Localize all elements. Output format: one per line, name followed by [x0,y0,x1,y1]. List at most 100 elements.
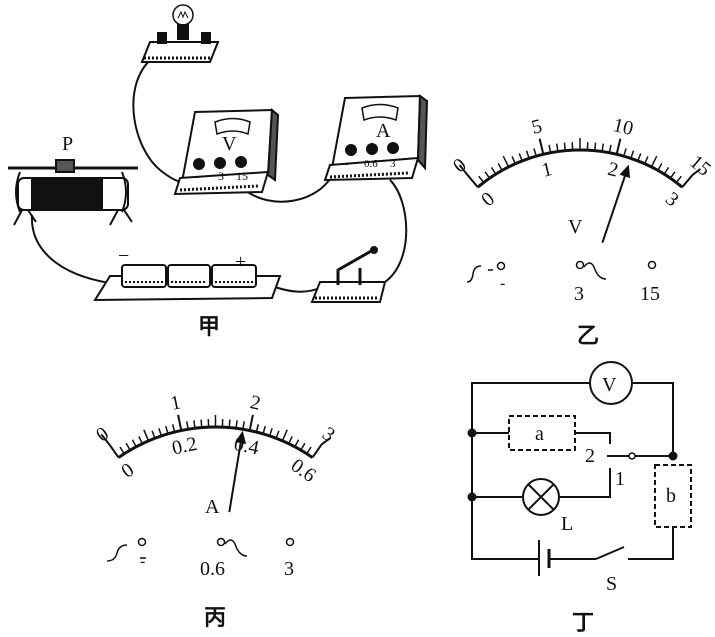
scale-tick [255,424,260,433]
outer-scale-label: 1 [169,391,183,415]
scale-tick [615,138,622,155]
outer-scale-label: 0 [92,423,113,447]
caption-yi: 乙 [577,323,599,348]
scale-tick [681,174,694,188]
voltmeter-terminal-15: 15 [236,169,248,183]
scale-tick [165,425,169,435]
scale-tick [281,429,288,442]
figure-ding: V a 2 1 L b S 丁 [467,361,692,635]
scale-end-hook [691,168,702,176]
ammeter-terminals: - 0.6 3 [106,537,295,580]
scale-tick [193,420,196,429]
voltmeter-device-symbol: V [222,133,237,155]
inner-scale-label: 0 [117,459,138,483]
scale-tick [119,446,125,455]
scale-tick [177,414,183,431]
scale-tick [601,143,604,152]
scale-tick [262,425,266,435]
scale-tick [478,175,485,184]
scale-end-hook [100,433,111,446]
ammeter-terminal-label-0-6: 0.6 [200,558,225,580]
scale-tick [511,156,517,165]
caption-bing: 丙 [204,605,226,630]
lamp-label: L [561,513,573,535]
wire-battery-rheostat [30,214,111,284]
outer-scale-label: 10 [611,114,636,140]
outer-scale-label: 2 [248,391,262,415]
voltmeter-terminal-label-3: 3 [574,283,584,305]
outer-scale-label: 5 [529,115,544,139]
scale-tick [466,174,479,188]
scale-tick [294,439,300,448]
wire-switch-s [595,527,674,560]
scale-tick [650,155,658,168]
scale-tick [497,163,503,171]
scale-tick [171,424,176,433]
scale-tick [538,138,545,155]
battery-positive: + [235,251,246,273]
scale-tick [556,143,559,152]
scale-tick [484,171,491,179]
scale-tick [131,439,137,448]
voltmeter-terminals: - 3 15 [466,260,660,305]
scale-tick [623,148,627,157]
knife-switch [310,246,387,303]
scale-tick [525,150,530,159]
voltmeter-terminal-label-neg: - [500,275,505,292]
inner-scale-label: 0.2 [170,433,199,460]
ammeter-terminal-neg: - [345,158,349,170]
scale-tick [186,421,189,430]
wire-bottom [471,543,596,560]
switch-pivot [628,452,636,460]
switch-s-label: S [606,573,617,595]
ammeter-terminal-label-neg: - [140,553,145,570]
voltmeter-dial-extras: V - 3 15 乙 [466,216,660,348]
ammeter-terminal-label-3: 3 [284,558,294,580]
dashed-box-a [508,415,576,451]
scale-tick [248,414,254,431]
voltmeter-dial-symbol: V [568,216,583,238]
scale-tick [548,144,552,153]
box-b-label: b [666,485,676,507]
battery-pack: − + [93,245,282,302]
voltmeter-symbol-circle [589,361,633,405]
caption-ding: 丁 [572,610,594,635]
scale-tick [502,155,510,168]
voltmeter-terminal-neg: - [194,168,199,185]
scale-tick [594,142,597,151]
pointer-needle [601,166,629,244]
scale-tick [235,420,238,429]
scale-end-hook [458,164,469,176]
scale-tick [563,142,566,151]
scale-tick [306,446,312,455]
ammeter-terminal-3: 3 [390,158,396,170]
lamp-symbol [522,478,560,516]
scale-tick [143,429,150,442]
rheostat-label: P [62,133,73,155]
ammeter-dial-symbol: A [205,496,220,518]
scale-tick [200,419,203,428]
voltmeter-terminal-label-15: 15 [640,283,660,305]
ammeter-terminal-0-6: 0.6 [364,158,378,170]
inner-scale-label: 0.4 [232,433,261,460]
scale-arc [117,425,314,459]
battery-symbol [538,540,551,576]
scale-tick [518,153,523,162]
scale-end-hook [321,437,331,446]
wire-a-branch [472,432,611,444]
wire-ammeter-switch [384,179,408,283]
scale-tick [533,148,537,157]
box-a-label: a [535,423,544,445]
scale-tick [125,442,131,451]
scale-tick [311,443,323,459]
scale-tick [151,430,156,439]
scale-tick [228,419,231,428]
wire-lamp-branch [472,468,611,498]
outer-scale-label: 15 [685,151,714,181]
schematic-voltmeter-label: V [602,374,617,396]
outer-scale-label: 3 [318,423,339,447]
lamp [140,4,220,63]
switch-position-2: 2 [585,445,595,467]
scale-tick [242,421,245,430]
